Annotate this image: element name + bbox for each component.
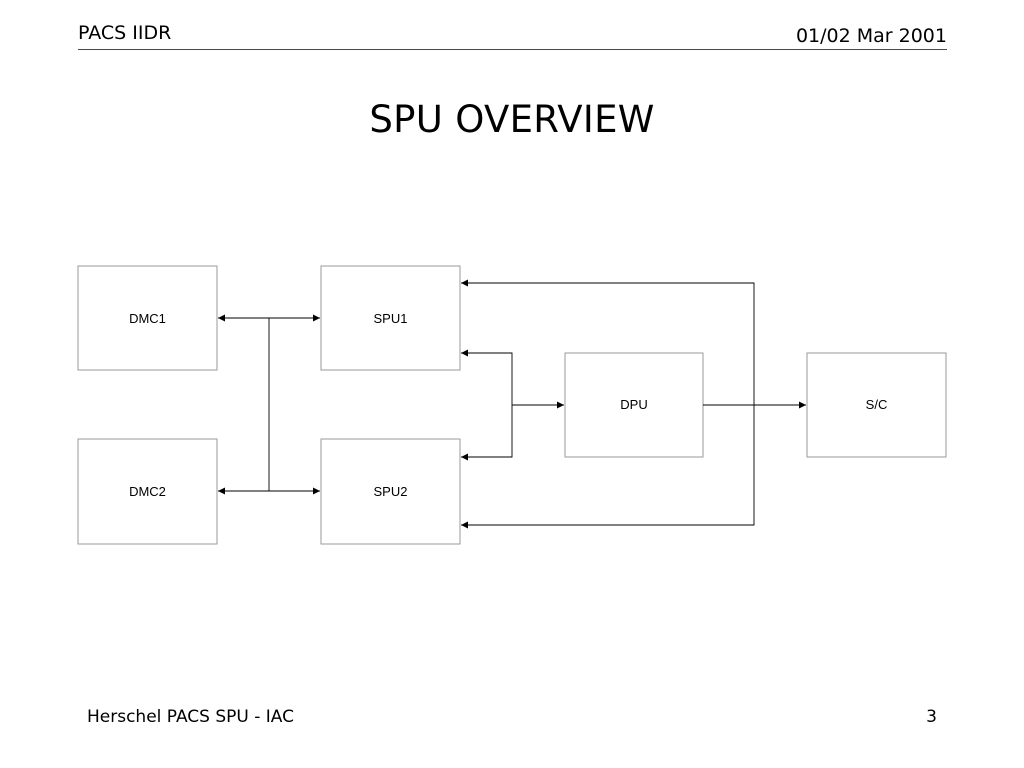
box-dmc1-label: DMC1 — [129, 311, 166, 326]
box-dmc2-label: DMC2 — [129, 484, 166, 499]
footer-text: Herschel PACS SPU - IAC — [87, 707, 294, 727]
box-dmc1: DMC1 — [77, 265, 218, 371]
box-spu2-label: SPU2 — [374, 484, 408, 499]
box-dpu-label: DPU — [620, 397, 647, 412]
spu-dpu-connector — [461, 352, 513, 458]
header-left-text: PACS IIDR — [78, 22, 172, 44]
box-spu2: SPU2 — [320, 438, 461, 545]
header-rule — [78, 49, 947, 50]
box-sc: S/C — [806, 352, 947, 458]
box-spu1-label: SPU1 — [374, 311, 408, 326]
box-spu1: SPU1 — [320, 265, 461, 371]
slide-title: SPU OVERVIEW — [369, 98, 655, 141]
box-sc-label: S/C — [866, 397, 888, 412]
page-number: 3 — [926, 707, 937, 727]
header-date: 01/02 Mar 2001 — [795, 25, 947, 47]
box-dmc2: DMC2 — [77, 438, 218, 545]
box-dpu: DPU — [564, 352, 704, 458]
